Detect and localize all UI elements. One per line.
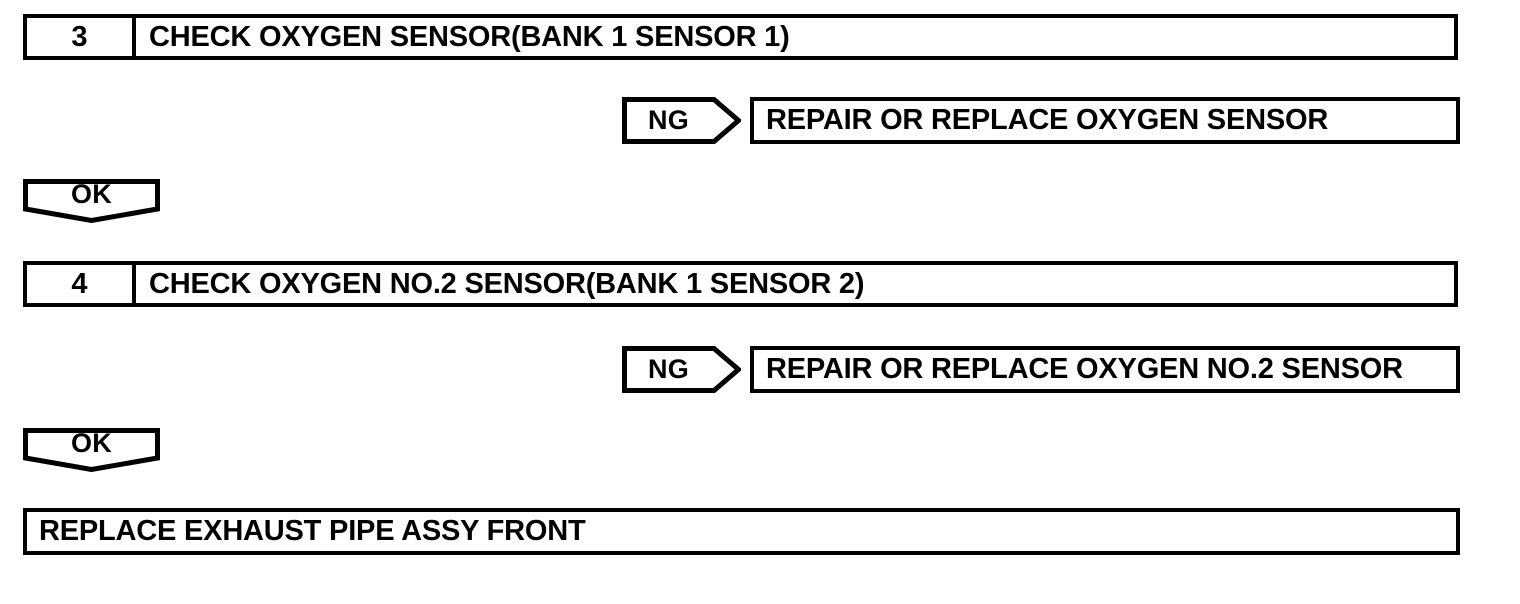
step-box-3[interactable]: 3 CHECK OXYGEN SENSOR(BANK 1 SENSOR 1) <box>23 14 1458 60</box>
step-number-3: 3 <box>27 18 136 56</box>
branch-tag-ng-4[interactable]: NG <box>622 346 741 393</box>
final-action-box[interactable]: REPLACE EXHAUST PIPE ASSY FRONT <box>23 508 1460 555</box>
branch-tag-ok-3-label: OK <box>70 178 113 209</box>
ng-pentagon-icon <box>622 97 741 144</box>
step-box-4[interactable]: 4 CHECK OXYGEN NO.2 SENSOR(BANK 1 SENSOR… <box>23 261 1458 307</box>
result-box-repair-oxygen-no2-sensor-label: REPAIR OR REPLACE OXYGEN NO.2 SENSOR <box>766 353 1403 385</box>
branch-tag-ng-3-label: NG <box>647 105 690 135</box>
step-number-4: 4 <box>27 265 136 303</box>
ok-pentagon-icon <box>23 179 160 223</box>
branch-tag-ok-3[interactable]: OK <box>23 179 160 223</box>
step-title-3: CHECK OXYGEN SENSOR(BANK 1 SENSOR 1) <box>149 20 790 53</box>
branch-tag-ng-4-label: NG <box>647 354 690 384</box>
branch-tag-ng-3[interactable]: NG <box>622 97 741 144</box>
result-box-repair-oxygen-sensor[interactable]: REPAIR OR REPLACE OXYGEN SENSOR <box>750 97 1460 144</box>
branch-tag-ok-4[interactable]: OK <box>23 428 160 472</box>
step-title-4: CHECK OXYGEN NO.2 SENSOR(BANK 1 SENSOR 2… <box>149 267 865 300</box>
result-box-repair-oxygen-no2-sensor[interactable]: REPAIR OR REPLACE OXYGEN NO.2 SENSOR <box>750 346 1460 393</box>
final-action-label: REPLACE EXHAUST PIPE ASSY FRONT <box>39 515 586 547</box>
ok-pentagon-icon <box>23 428 160 472</box>
result-box-repair-oxygen-sensor-label: REPAIR OR REPLACE OXYGEN SENSOR <box>766 104 1329 136</box>
branch-tag-ok-4-label: OK <box>70 427 113 458</box>
ng-pentagon-icon <box>622 346 741 393</box>
